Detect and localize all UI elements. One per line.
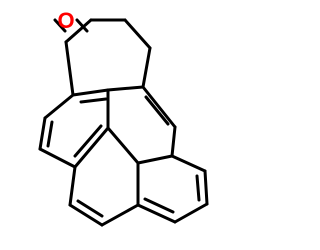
bond: [203, 169, 209, 206]
bond: [38, 116, 47, 151]
bond: [141, 46, 152, 89]
bond: [136, 154, 174, 165]
bond-inner: [195, 174, 201, 202]
cycloheptene-ring: [64, 18, 152, 104]
oxygen-atom-label: O: [57, 8, 74, 33]
bond: [170, 125, 177, 158]
bond: [100, 203, 140, 227]
bond-c-o: [53, 18, 67, 33]
epoxide-ring: [53, 18, 93, 44]
bond: [136, 203, 177, 224]
bond-inner: [73, 124, 103, 158]
bond: [173, 202, 209, 224]
bond-inner: [46, 120, 54, 148]
bond-inner: [76, 199, 104, 218]
bond-epoxide-cc: [64, 18, 93, 44]
bond: [68, 203, 104, 227]
bond: [141, 85, 177, 129]
pyrene-core: [38, 85, 209, 227]
bond: [73, 126, 110, 169]
bond: [43, 93, 75, 120]
bond: [38, 147, 77, 169]
bond-inner: [144, 95, 170, 126]
bond: [106, 85, 145, 92]
bond: [68, 165, 77, 207]
bond: [64, 40, 75, 97]
bond: [170, 154, 207, 173]
bond: [106, 126, 140, 165]
bond-inner: [79, 97, 108, 104]
bond-inner: [143, 197, 175, 214]
molecule-structure: O: [38, 8, 209, 227]
bond: [123, 18, 152, 50]
bond: [71, 88, 110, 97]
bond-o-c: [75, 18, 89, 33]
